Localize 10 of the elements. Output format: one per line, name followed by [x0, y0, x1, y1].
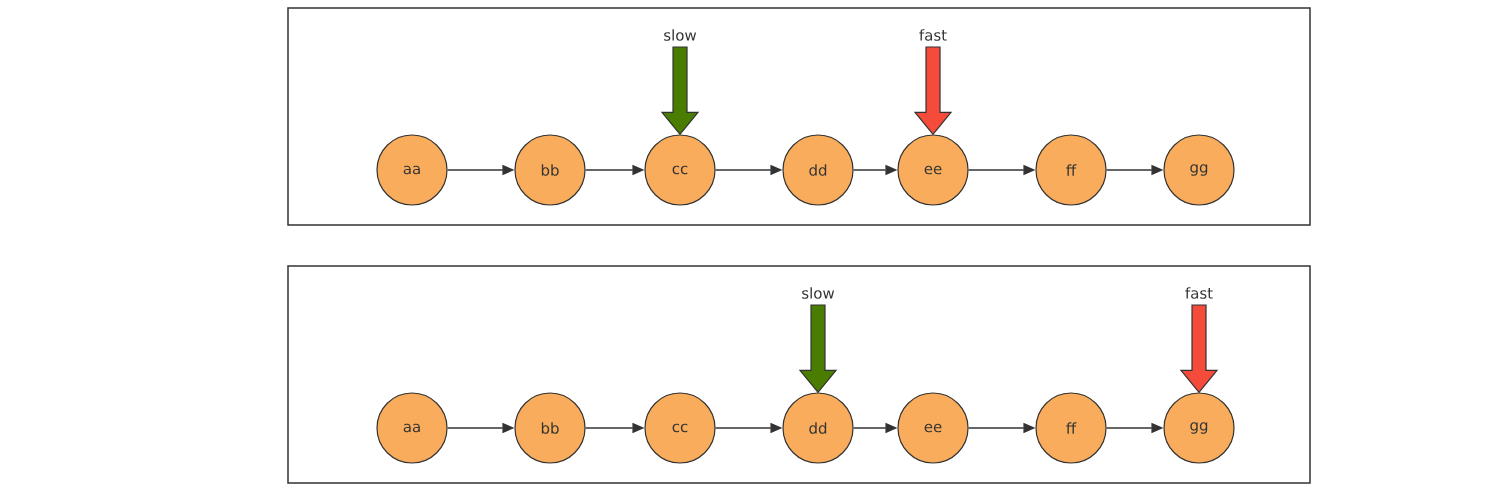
panel-frame [287, 265, 1311, 484]
block-arrow [798, 304, 838, 394]
block-arrow [913, 46, 953, 136]
block-arrow [660, 46, 700, 136]
panel-frame [287, 7, 1311, 226]
pointer-label: slow [664, 29, 697, 41]
block-arrow [1179, 304, 1219, 394]
pointer-label: slow [802, 287, 835, 299]
pointer-label: fast [919, 29, 947, 41]
pointer-label: fast [1185, 287, 1213, 299]
